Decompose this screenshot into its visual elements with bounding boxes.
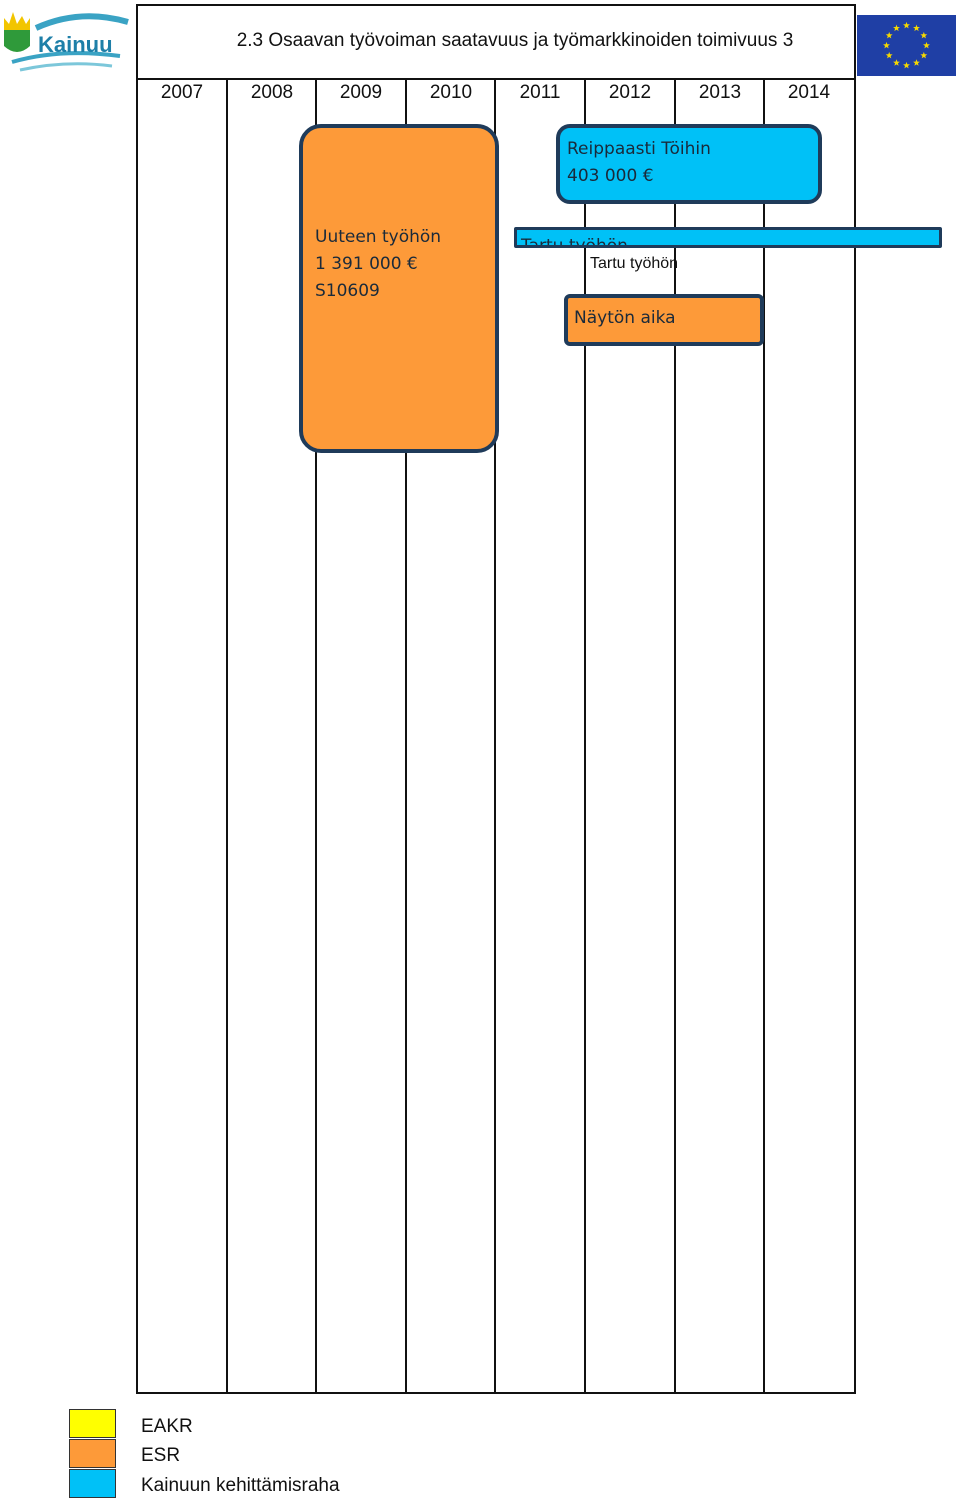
- project-name: Näytön aika: [574, 308, 676, 328]
- project-reippaasti-toihin[interactable]: Reippaasti Töihin 403 000 €: [556, 124, 822, 204]
- project-amount: 1 391 000 €: [315, 254, 418, 274]
- legend-swatch-kainuun: [69, 1469, 116, 1498]
- year-label: 2010: [429, 82, 473, 103]
- legend-label-kainuun: Kainuun kehittämisraha: [141, 1475, 340, 1496]
- year-label: 2014: [787, 82, 831, 103]
- year-label: 2007: [160, 82, 204, 103]
- legend-label-esr: ESR: [141, 1445, 181, 1466]
- logo-text: Kainuu: [38, 32, 113, 57]
- year-divider: [405, 80, 407, 1392]
- project-tartu-label: Tartu työhön: [590, 255, 679, 272]
- year-label: 2013: [698, 82, 742, 103]
- eu-star-icon: [923, 41, 930, 49]
- project-nayton-aika[interactable]: Näytön aika: [564, 294, 764, 346]
- page-title: 2.3 Osaavan työvoiman saatavuus ja työma…: [136, 4, 854, 80]
- legend-label-eakr: EAKR: [141, 1416, 193, 1437]
- timeline-frame: [136, 4, 856, 1394]
- year-divider: [494, 80, 496, 1392]
- eu-star-icon: [903, 61, 910, 69]
- legend-swatch-eakr: [69, 1409, 116, 1438]
- eu-star-icon: [903, 21, 910, 29]
- year-label: 2012: [608, 82, 652, 103]
- eu-star-icon: [920, 31, 928, 39]
- year-divider: [584, 80, 586, 1392]
- project-uuteen-tyohon[interactable]: Uuteen työhön 1 391 000 € S10609: [299, 124, 499, 453]
- year-label: 2009: [339, 82, 383, 103]
- project-amount: 403 000 €: [567, 166, 654, 186]
- year-divider: [226, 80, 228, 1392]
- year-label: 2011: [519, 82, 561, 103]
- project-tartu-tyohon[interactable]: Tartu työhön: [514, 227, 942, 248]
- year-divider: [763, 80, 765, 1392]
- eu-star-icon: [883, 41, 890, 49]
- eu-star-icon: [885, 51, 893, 59]
- project-code: S10609: [315, 281, 380, 301]
- eu-star-icon: [913, 24, 920, 32]
- project-name-clipped: Tartu työhön: [521, 236, 628, 248]
- kainuu-logo: Kainuu: [0, 4, 135, 76]
- eu-star-icon: [893, 59, 900, 66]
- legend-swatch-esr: [69, 1439, 116, 1468]
- year-divider: [315, 80, 317, 1392]
- project-name: Uuteen työhön: [315, 227, 442, 247]
- eu-star-icon: [920, 51, 928, 59]
- year-label: 2008: [250, 82, 294, 103]
- eu-flag-icon: [857, 15, 956, 76]
- eu-star-icon: [913, 59, 920, 66]
- year-divider: [674, 80, 676, 1392]
- project-name: Reippaasti Töihin: [567, 139, 711, 159]
- eu-star-icon: [885, 31, 893, 39]
- eu-star-icon: [893, 24, 900, 32]
